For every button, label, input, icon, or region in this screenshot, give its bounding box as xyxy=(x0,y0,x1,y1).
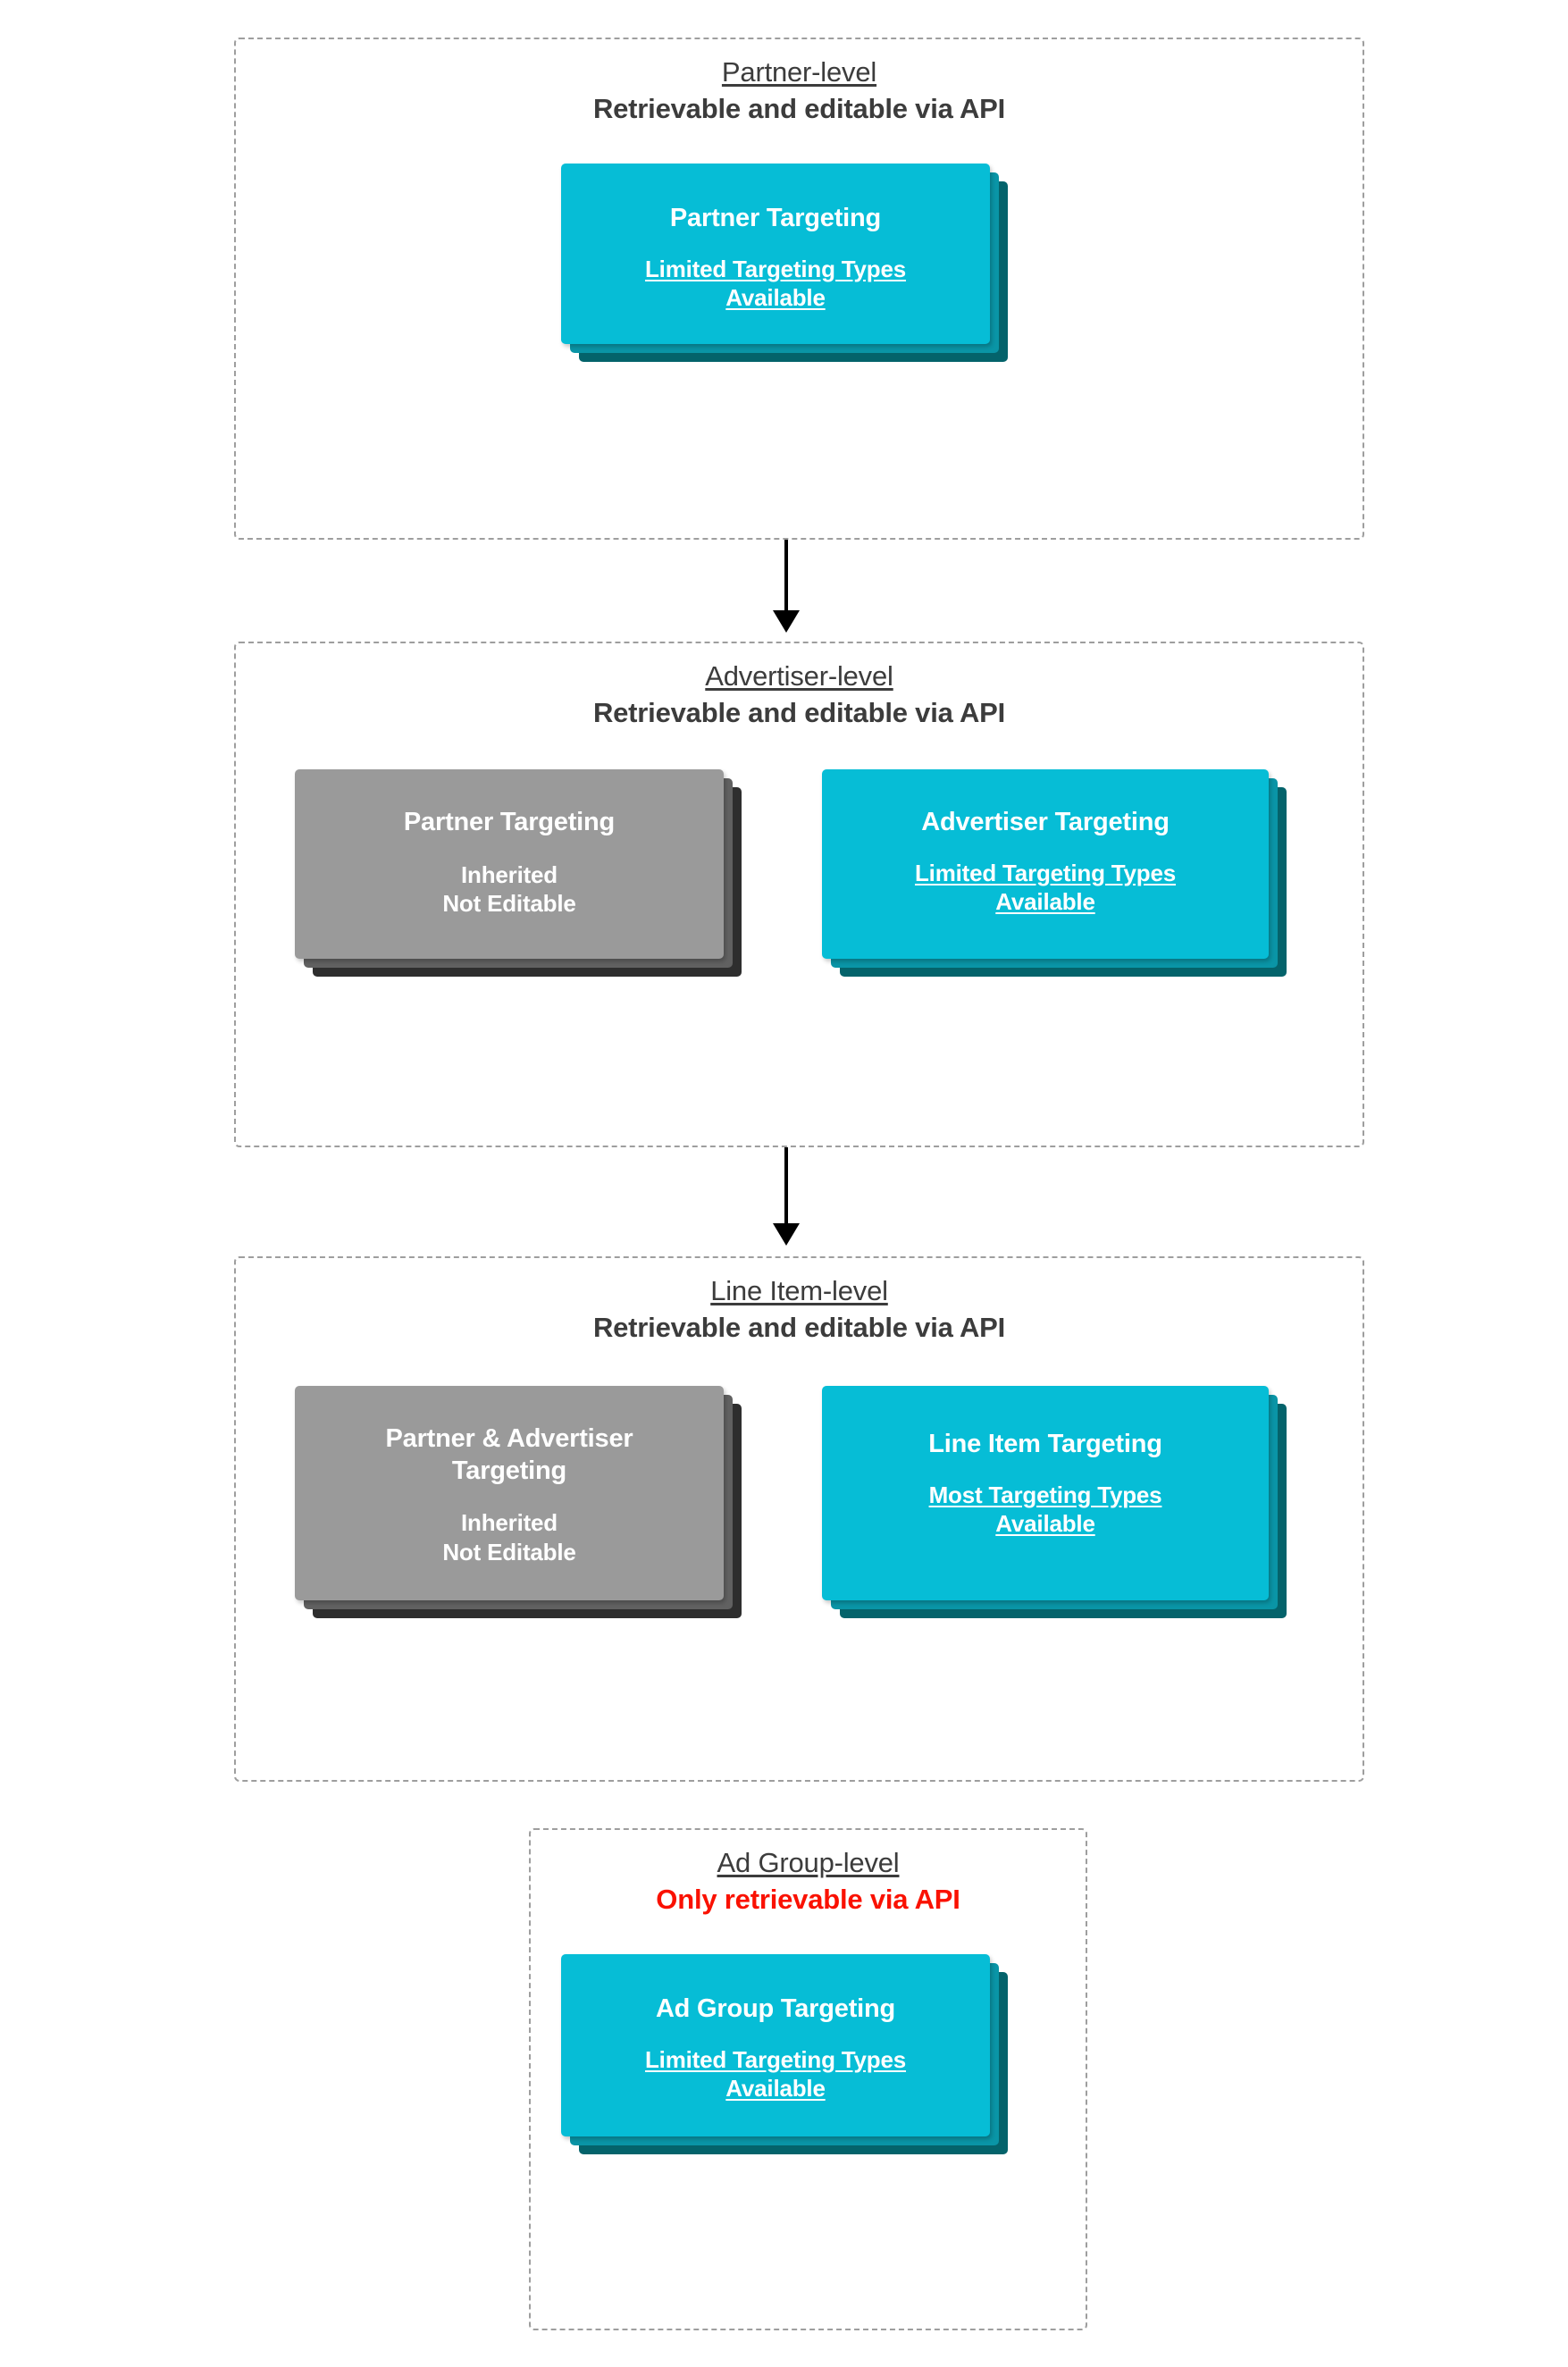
level-api-note-ad-group: Only retrievable via API xyxy=(656,1883,960,1915)
connector-shaft xyxy=(784,1147,788,1224)
connector-arrowhead xyxy=(773,610,800,633)
card-title: Partner Targeting xyxy=(669,204,882,232)
level-api-note-line-item: Retrievable and editable via API xyxy=(592,1311,1006,1343)
card-ad-group-targeting[interactable]: Ad Group Targeting Limited Targeting Typ… xyxy=(561,1954,990,2136)
card-stack-ad-group-targeting: Ad Group Targeting Limited Targeting Typ… xyxy=(561,1954,1008,2154)
level-title-advertiser: Advertiser-level xyxy=(705,660,893,692)
level-title-partner: Partner-level xyxy=(721,56,877,88)
connector-advertiser-to-line-item xyxy=(773,1147,800,1246)
card-advertiser-targeting[interactable]: Advertiser Targeting Limited Targeting T… xyxy=(822,769,1269,959)
level-heading-line-item: Line Item-level Retrievable and editable… xyxy=(236,1274,1363,1345)
level-heading-partner: Partner-level Retrievable and editable v… xyxy=(236,55,1363,126)
card-subtitle-line1: Inherited xyxy=(461,860,558,888)
card-subtitle-line1: Inherited xyxy=(461,1509,558,1537)
card-line-item-targeting[interactable]: Line Item Targeting Most Targeting Types… xyxy=(822,1386,1269,1600)
card-stack-advertiser-targeting: Advertiser Targeting Limited Targeting T… xyxy=(822,769,1287,977)
card-stack-inherited-partner: Partner Targeting Inherited Not Editable xyxy=(295,769,742,977)
level-container-line-item: Line Item-level Retrievable and editable… xyxy=(234,1256,1364,1782)
level-title-line-item: Line Item-level xyxy=(710,1275,888,1306)
card-subtitle: Most Targeting Types Available xyxy=(928,1481,1162,1538)
level-api-note-partner: Retrievable and editable via API xyxy=(592,92,1006,124)
level-title-ad-group: Ad Group-level xyxy=(717,1847,900,1878)
level-container-advertiser: Advertiser-level Retrievable and editabl… xyxy=(234,642,1364,1147)
card-subtitle: Limited Targeting Types Available xyxy=(914,859,1177,916)
card-title: Line Item Targeting xyxy=(928,1430,1162,1458)
card-title: Ad Group Targeting xyxy=(655,1994,896,2023)
card-stack-inherited-partner-advertiser: Partner & Advertiser Targeting Inherited… xyxy=(295,1386,742,1618)
level-heading-ad-group: Ad Group-level Only retrievable via API xyxy=(531,1846,1086,1917)
level-api-note-advertiser: Retrievable and editable via API xyxy=(592,696,1006,728)
card-title: Advertiser Targeting xyxy=(921,808,1170,836)
card-subtitle-line2: Not Editable xyxy=(442,890,576,918)
card-stack-line-item-targeting: Line Item Targeting Most Targeting Types… xyxy=(822,1386,1287,1618)
level-container-ad-group: Ad Group-level Only retrievable via API … xyxy=(529,1828,1087,2330)
card-subtitle-line2: Not Editable xyxy=(442,1538,576,1565)
card-partner-targeting[interactable]: Partner Targeting Limited Targeting Type… xyxy=(561,164,990,344)
card-title: Partner Targeting xyxy=(403,808,616,836)
level-heading-advertiser: Advertiser-level Retrievable and editabl… xyxy=(236,659,1363,730)
connector-arrowhead xyxy=(773,1223,800,1246)
card-inherited-partner-targeting[interactable]: Partner Targeting Inherited Not Editable xyxy=(295,769,724,959)
connector-shaft xyxy=(784,540,788,611)
card-stack-partner-targeting: Partner Targeting Limited Targeting Type… xyxy=(561,164,1008,362)
card-inherited-partner-advertiser-targeting[interactable]: Partner & Advertiser Targeting Inherited… xyxy=(295,1386,724,1600)
connector-partner-to-advertiser xyxy=(773,540,800,633)
card-subtitle: Limited Targeting Types Available xyxy=(644,255,907,312)
level-container-partner: Partner-level Retrievable and editable v… xyxy=(234,38,1364,540)
card-title: Partner & Advertiser Targeting xyxy=(385,1424,633,1485)
card-subtitle: Limited Targeting Types Available xyxy=(644,2045,907,2103)
